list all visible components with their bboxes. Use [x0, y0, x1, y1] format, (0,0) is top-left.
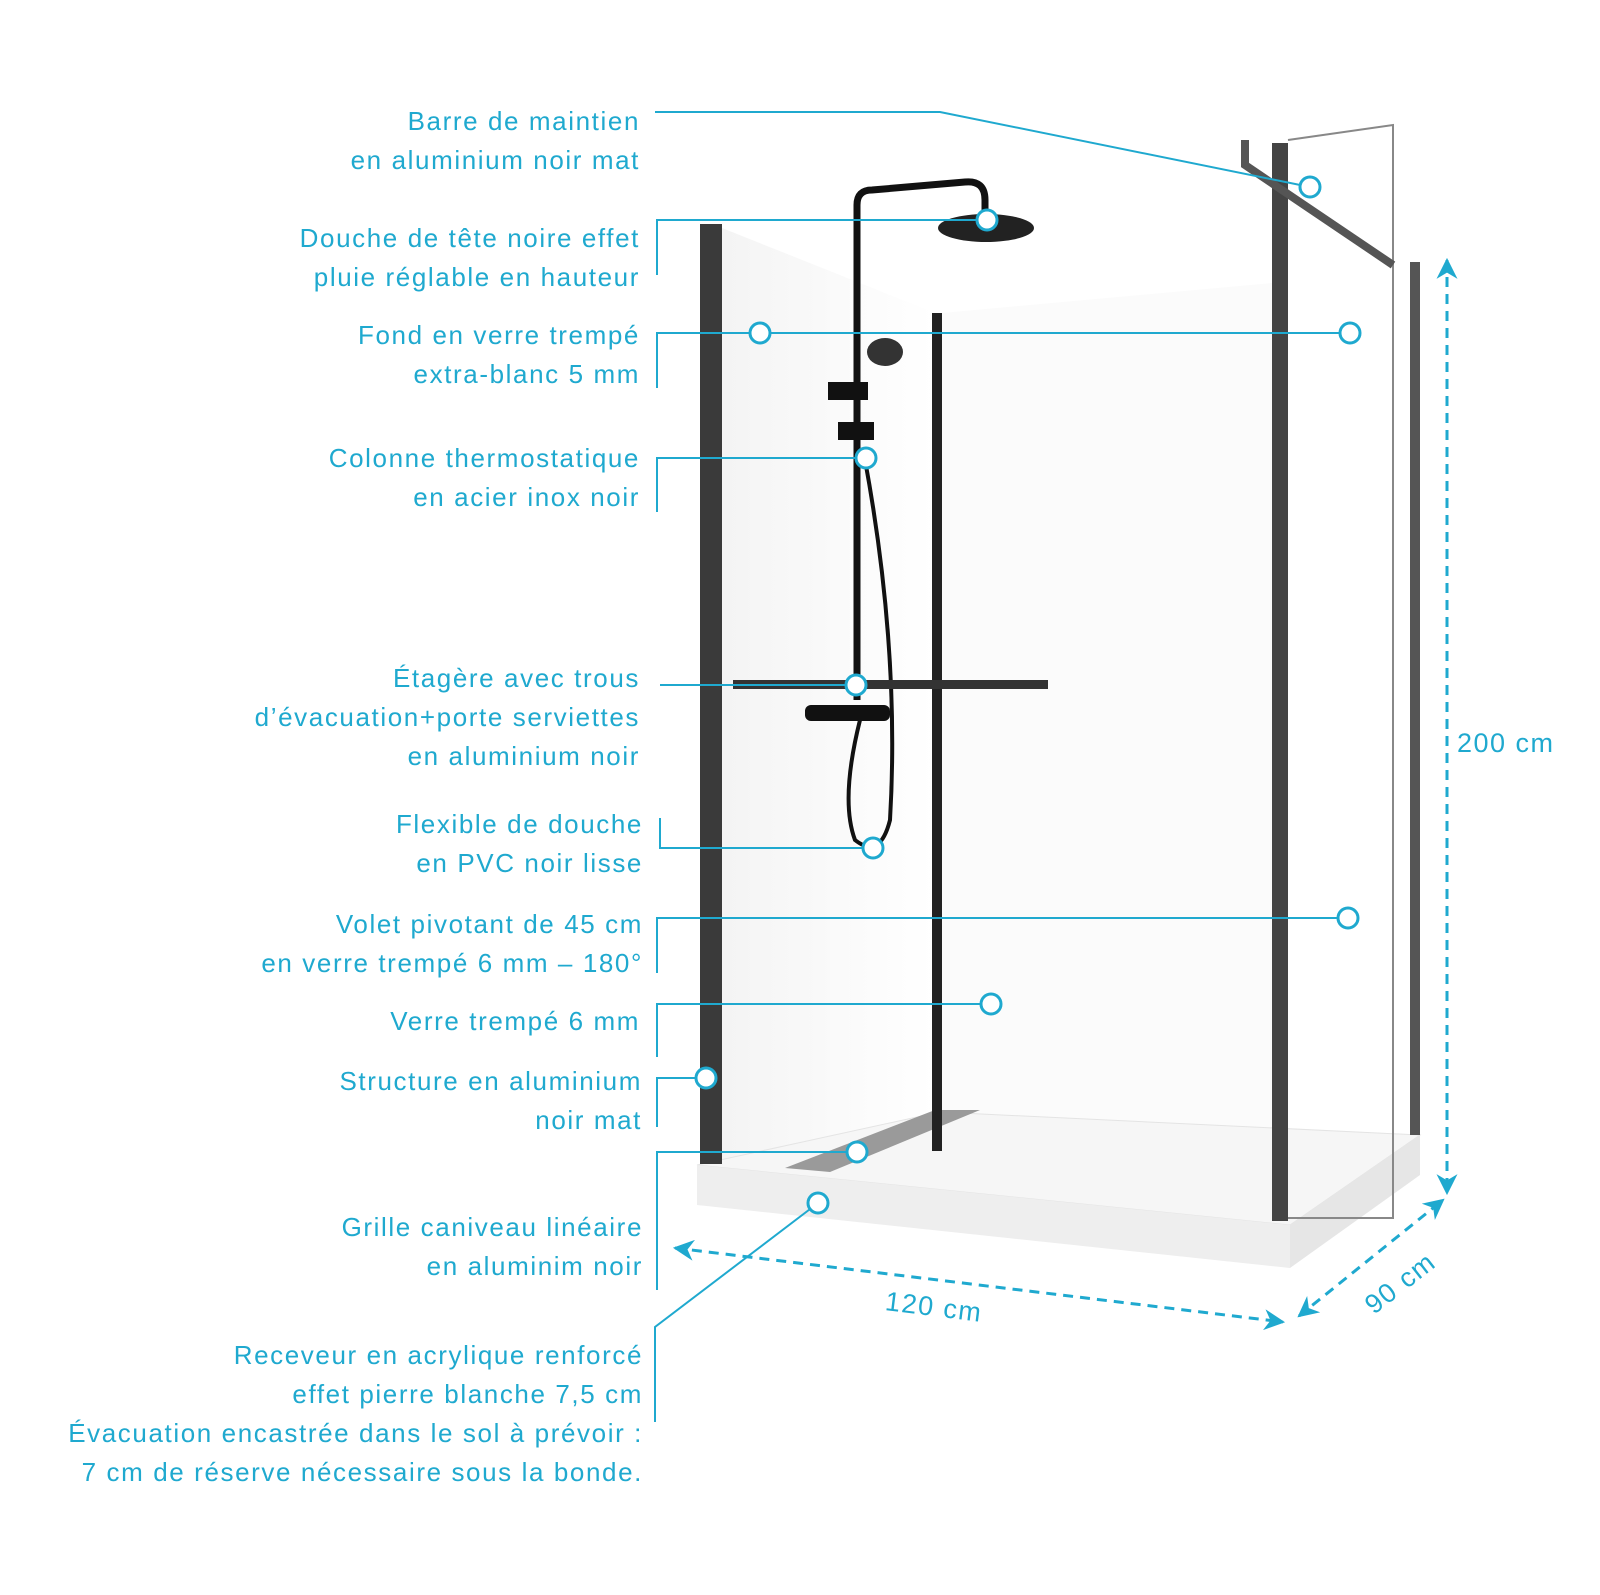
- label-line: noir mat: [535, 1105, 642, 1135]
- label-douche-tete: Douche de tête noire effet pluie réglable…: [300, 219, 640, 297]
- label-line: Receveur en acrylique renforcé: [233, 1340, 643, 1370]
- side-panel-edge: [1410, 262, 1420, 1135]
- dimension-height: 200 cm: [1457, 728, 1555, 758]
- label-line: Grille caniveau linéaire: [341, 1212, 643, 1242]
- label-line: Fond en verre trempé: [357, 320, 640, 350]
- label-line: d’évacuation+porte serviettes: [254, 702, 640, 732]
- label-structure: Structure en aluminium noir mat: [339, 1062, 642, 1140]
- shelf: [733, 680, 1048, 689]
- shower-column: [853, 178, 989, 700]
- label-etagere: Étagère avec trous d’évacuation+porte ser…: [255, 659, 640, 776]
- back-glass-left: [722, 228, 935, 1162]
- label-line: en verre trempé 6 mm – 180°: [261, 948, 643, 978]
- hose: [846, 459, 895, 849]
- label-line: Évacuation encastrée dans le sol à prévo…: [68, 1418, 643, 1448]
- label-grille: Grille caniveau linéaire en aluminim noir: [342, 1208, 643, 1286]
- thermostat: [805, 705, 890, 721]
- label-line: Barre de maintien: [407, 106, 640, 136]
- leader-lines: [654, 111, 1350, 1422]
- label-line: Douche de tête noire effet: [299, 223, 640, 253]
- label-volet: Volet pivotant de 45 cm en verre trempé 6…: [261, 905, 643, 983]
- label-line: en acier inox noir: [413, 482, 640, 512]
- label-line: Colonne thermostatique: [328, 443, 640, 473]
- label-line: Flexible de douche: [395, 809, 643, 839]
- hand-shower: [867, 338, 903, 366]
- label-line: en aluminium noir: [407, 741, 640, 771]
- label-line: extra-blanc 5 mm: [413, 359, 640, 389]
- label-flexible: Flexible de douche en PVC noir lisse: [396, 805, 643, 883]
- label-line: Structure en aluminium: [339, 1066, 642, 1096]
- label-line: en PVC noir lisse: [416, 848, 643, 878]
- label-line: 7 cm de réserve nécessaire sous la bonde…: [81, 1457, 643, 1487]
- label-line: Volet pivotant de 45 cm: [335, 909, 643, 939]
- label-fond: Fond en verre trempé extra-blanc 5 mm: [358, 316, 640, 394]
- label-line: pluie réglable en hauteur: [313, 262, 640, 292]
- label-receveur: Receveur en acrylique renforcé effet pier…: [68, 1336, 643, 1492]
- label-colonne: Colonne thermostatique en acier inox noir: [329, 439, 640, 517]
- callout-dots: [694, 175, 1362, 1215]
- label-verre: Verre trempé 6 mm: [390, 1002, 640, 1041]
- corner-post: [932, 313, 942, 1151]
- label-line: en aluminium noir mat: [350, 145, 640, 175]
- pivot-glass: [1287, 123, 1394, 1219]
- drain-grid: [785, 1110, 980, 1172]
- label-line: en aluminim noir: [426, 1251, 643, 1281]
- label-barre: Barre de maintien en aluminium noir mat: [351, 102, 640, 180]
- support-bar: [1241, 140, 1396, 269]
- label-line: Étagère avec trous: [392, 663, 640, 693]
- left-frame: [700, 224, 722, 1164]
- dimension-arrows: [672, 257, 1458, 1331]
- front-post: [1272, 143, 1288, 1221]
- back-glass-right: [942, 283, 1272, 1150]
- label-line: Verre trempé 6 mm: [390, 1006, 640, 1036]
- label-line: effet pierre blanche 7,5 cm: [292, 1379, 643, 1409]
